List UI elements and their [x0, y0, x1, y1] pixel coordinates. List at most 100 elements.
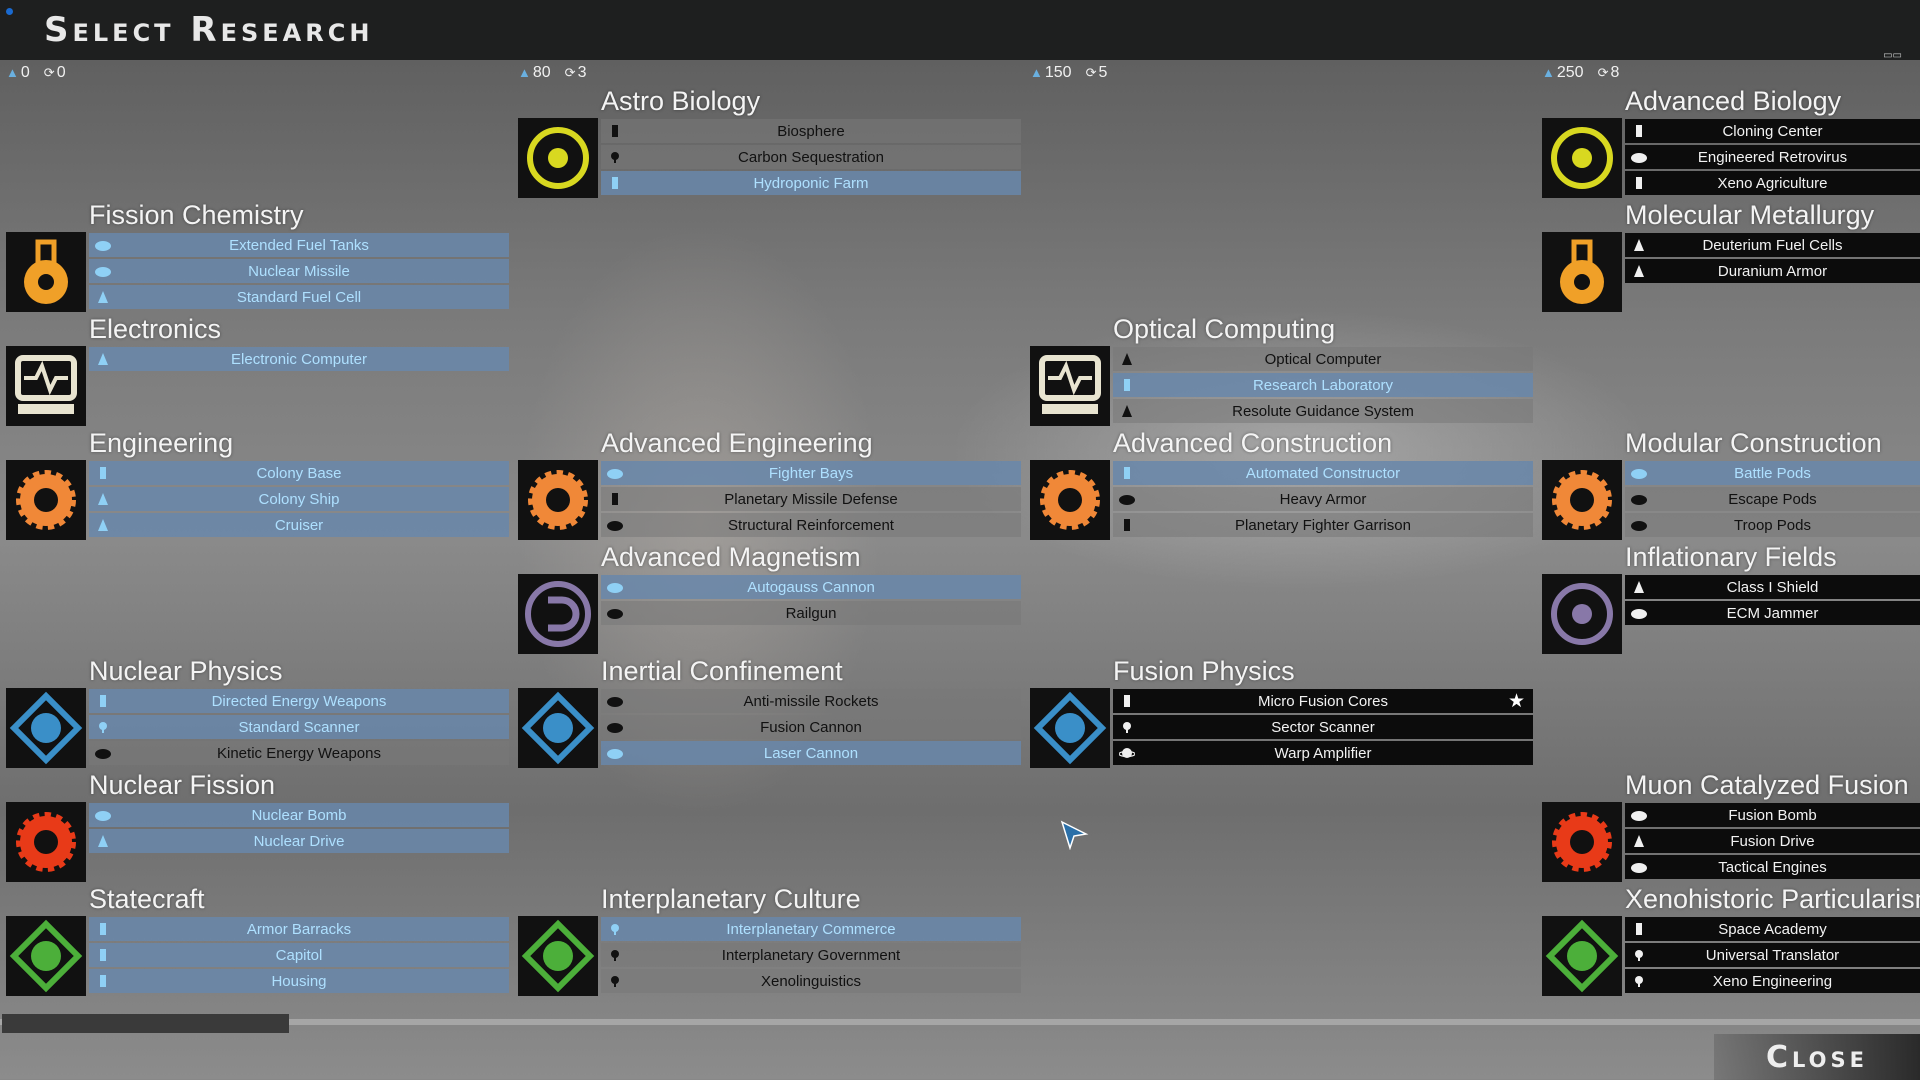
tech-item[interactable]: Resolute Guidance System — [1113, 399, 1533, 423]
tech-item[interactable]: Tactical Engines — [1625, 855, 1920, 879]
tech-label: Fighter Bays — [768, 464, 854, 482]
radiation-burst-icon[interactable] — [1542, 802, 1622, 882]
modular-gear-icon[interactable] — [1542, 460, 1622, 540]
tech-item[interactable]: Research Laboratory — [1113, 373, 1533, 397]
tech-item[interactable]: Deuterium Fuel Cells — [1625, 233, 1920, 257]
tech-item[interactable]: Capitol — [89, 943, 509, 967]
magnet-icon[interactable] — [518, 574, 598, 654]
turns-icon: ⟳ — [1085, 65, 1097, 80]
trefoil-diamond-icon[interactable] — [1030, 688, 1110, 768]
tech-item[interactable]: Fusion Bomb — [1625, 803, 1920, 827]
tech-item[interactable]: Duranium Armor — [1625, 259, 1920, 283]
tech-item[interactable]: Micro Fusion Cores★ — [1113, 689, 1533, 713]
tech-item[interactable]: Space Academy — [1625, 917, 1920, 941]
horizontal-scrollbar[interactable] — [0, 1019, 1920, 1025]
waveform-monitor-icon[interactable] — [6, 346, 86, 426]
tech-item[interactable]: Extended Fuel Tanks — [89, 233, 509, 257]
tech-item[interactable]: Xenolinguistics — [601, 969, 1021, 993]
tech-item[interactable]: Fusion Cannon — [601, 715, 1021, 739]
tech-item[interactable]: Nuclear Drive — [89, 829, 509, 853]
tech-item[interactable]: Fusion Drive — [1625, 829, 1920, 853]
flask-icon: ▲ — [518, 65, 531, 80]
play-monitor-icon[interactable] — [1030, 346, 1110, 426]
tech-item[interactable]: Standard Fuel Cell — [89, 285, 509, 309]
tech-item[interactable]: Cruiser — [89, 513, 509, 537]
capitol-diamond-icon[interactable] — [6, 916, 86, 996]
tech-item[interactable]: Xeno Agriculture — [1625, 171, 1920, 195]
tech-item[interactable]: Troop Pods — [1625, 513, 1920, 537]
tech-item[interactable]: Battle Pods — [1625, 461, 1920, 485]
masks-diamond-icon[interactable] — [518, 916, 598, 996]
tech-item[interactable]: ECM Jammer — [1625, 601, 1920, 625]
tech-item[interactable]: Colony Base — [89, 461, 509, 485]
radiation-burst-icon[interactable] — [6, 802, 86, 882]
tech-label: Escape Pods — [1728, 490, 1817, 508]
tech-item[interactable]: Nuclear Missile — [89, 259, 509, 283]
tech-item[interactable]: Anti-missile Rockets — [601, 689, 1021, 713]
tech-label: Colony Base — [256, 464, 342, 482]
tech-item[interactable]: Interplanetary Commerce — [601, 917, 1021, 941]
flask-icon: ▲ — [1030, 65, 1043, 80]
window-toggle-icon[interactable]: ▭▭ — [1883, 50, 1902, 61]
tech-item[interactable]: Warp Amplifier — [1113, 741, 1533, 765]
tech-item[interactable]: Sector Scanner — [1113, 715, 1533, 739]
tech-item[interactable]: Planetary Fighter Garrison — [1113, 513, 1533, 537]
tech-item[interactable]: Autogauss Cannon — [601, 575, 1021, 599]
planet-icon — [1119, 748, 1135, 758]
scrollbar-thumb[interactable] — [2, 1014, 289, 1033]
tech-item[interactable]: Xeno Engineering — [1625, 969, 1920, 993]
tech-item[interactable]: Universal Translator — [1625, 943, 1920, 967]
scanner-icon — [611, 976, 619, 987]
tech-item[interactable]: Carbon Sequestration — [601, 145, 1021, 169]
tech-label: Heavy Armor — [1279, 490, 1367, 508]
cost-value: 80 — [532, 64, 551, 81]
tech-item[interactable]: Cloning Center — [1625, 119, 1920, 143]
microbes-circle-icon[interactable] — [518, 118, 598, 198]
tech-item[interactable]: Biosphere — [601, 119, 1021, 143]
tech-item[interactable]: Automated Constructor — [1113, 461, 1533, 485]
rings-circle-icon[interactable] — [1542, 574, 1622, 654]
tech-item[interactable]: Class I Shield — [1625, 575, 1920, 599]
tech-item[interactable]: Structural Reinforcement — [601, 513, 1021, 537]
tech-label: Battle Pods — [1734, 464, 1811, 482]
atom-diamond-icon[interactable] — [6, 688, 86, 768]
cell-circle-icon[interactable] — [1542, 118, 1622, 198]
tech-item[interactable]: Laser Cannon — [601, 741, 1021, 765]
tech-item[interactable]: Housing — [89, 969, 509, 993]
tech-item[interactable]: Kinetic Energy Weapons — [89, 741, 509, 765]
tech-item[interactable]: Optical Computer — [1113, 347, 1533, 371]
flask-molecule-icon[interactable] — [1542, 232, 1622, 312]
tech-item[interactable]: Interplanetary Government — [601, 943, 1021, 967]
tech-item[interactable]: Engineered Retrovirus — [1625, 145, 1920, 169]
ship-module-icon — [607, 521, 623, 531]
tech-item[interactable]: Colony Ship — [89, 487, 509, 511]
tech-label: Duranium Armor — [1717, 262, 1828, 280]
book-diamond-icon[interactable] — [1542, 916, 1622, 996]
close-button[interactable]: Close — [1714, 1034, 1920, 1080]
tech-item[interactable]: Directed Energy Weapons — [89, 689, 509, 713]
tech-label: Xeno Engineering — [1712, 972, 1833, 990]
tech-item[interactable]: Railgun — [601, 601, 1021, 625]
tech-item[interactable]: Armor Barracks — [89, 917, 509, 941]
star-diamond-icon[interactable] — [518, 688, 598, 768]
scanner-icon — [1635, 950, 1643, 961]
tech-item[interactable]: Fighter Bays — [601, 461, 1021, 485]
tech-label: Class I Shield — [1726, 578, 1819, 596]
tech-item[interactable]: Standard Scanner — [89, 715, 509, 739]
tech-item[interactable]: Nuclear Bomb — [89, 803, 509, 827]
research-turns: ⟳8 — [1598, 64, 1620, 82]
tech-item[interactable]: Planetary Missile Defense — [601, 487, 1021, 511]
tech-item[interactable]: Heavy Armor — [1113, 487, 1533, 511]
tech-item[interactable]: Escape Pods — [1625, 487, 1920, 511]
tech-item[interactable]: Hydroponic Farm — [601, 171, 1021, 195]
gear-icon[interactable] — [6, 460, 86, 540]
gear-star-icon[interactable] — [518, 460, 598, 540]
tech-item[interactable]: Electronic Computer — [89, 347, 509, 371]
turns-icon: ⟳ — [564, 65, 576, 80]
construct-gear-icon[interactable] — [1030, 460, 1110, 540]
flask-radiation-icon[interactable] — [6, 232, 86, 312]
tech-label: Warp Amplifier — [1274, 744, 1372, 762]
field-title: Inflationary Fields — [1625, 542, 1837, 572]
